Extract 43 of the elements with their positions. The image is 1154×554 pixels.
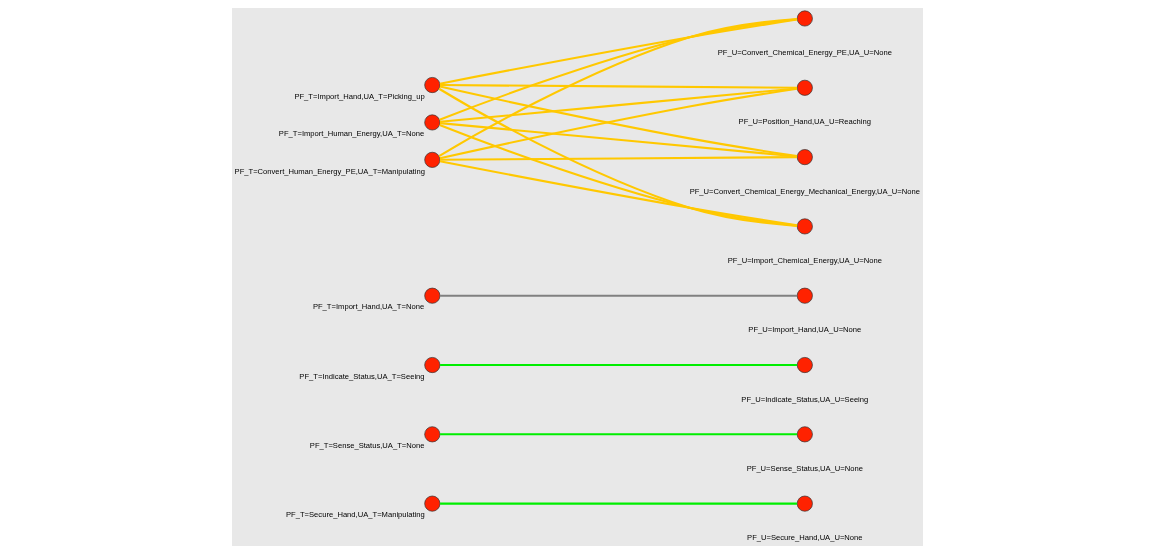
connector [439, 502, 797, 505]
connector [438, 87, 797, 227]
connector [439, 294, 797, 297]
connector [439, 363, 797, 367]
node-label: PF_U=Import_Hand,UA_U=None [747, 325, 861, 335]
node-label: PF_T=Import_Hand,UA_T=None [312, 302, 424, 312]
node-circle [423, 426, 440, 443]
node-circle [423, 357, 440, 373]
node-label: PF_T=Convert_Human_Energy_PE,UA_T=Manipulating [234, 166, 425, 176]
connector [439, 84, 797, 89]
node-label: PF_U=Convert_Chemical_Energy_PE,UA_U=None [717, 48, 892, 58]
node-label: PF_U=Secure_Hand,UA_U=None [746, 533, 863, 543]
node-circle [796, 218, 813, 235]
node-label: PF_U=Import_Chemical_Energy,UA_U=None [727, 256, 882, 265]
node-label: PF_T=Indicate_Status,UA_T=Seeing [298, 371, 425, 381]
node-circle [423, 287, 440, 304]
node-label: PF_U=Position_Hand,UA_U=Reaching [738, 117, 871, 127]
node-circle [796, 287, 813, 304]
connector [439, 18, 797, 85]
connector [439, 433, 797, 436]
connector [438, 17, 797, 158]
node-label: PF_U=Indicate_Status,UA_U=Seeing [740, 394, 868, 404]
node-circle [423, 77, 440, 93]
connector [439, 87, 797, 123]
node-circle [423, 495, 440, 512]
node-circle [796, 357, 813, 373]
node-label: PF_T=Import_Hand,UA_T=Picking_up [293, 91, 425, 101]
node-circle [796, 79, 813, 96]
node-circle [796, 426, 813, 443]
node-circle [796, 149, 813, 166]
node-label: PF_T=Sense_Status,UA_T=None [309, 441, 424, 451]
node-circle [423, 151, 440, 168]
connector [439, 160, 797, 227]
node-label: PF_U=Sense_Status,UA_U=None [746, 463, 863, 473]
connector [438, 124, 797, 227]
node-circle [423, 114, 440, 131]
node-label: PF_U=Convert_Chemical_Energy_Mechanical_Energy,UA_U=None [689, 186, 920, 196]
node-label: PF_T=Import_Human_Energy,UA_T=None [278, 129, 424, 139]
node-circle [796, 10, 813, 27]
connector [438, 18, 797, 121]
node-label: PF_T=Secure_Hand,UA_T=Manipulating [285, 510, 425, 520]
connector [439, 156, 797, 161]
node-circle [796, 495, 813, 512]
